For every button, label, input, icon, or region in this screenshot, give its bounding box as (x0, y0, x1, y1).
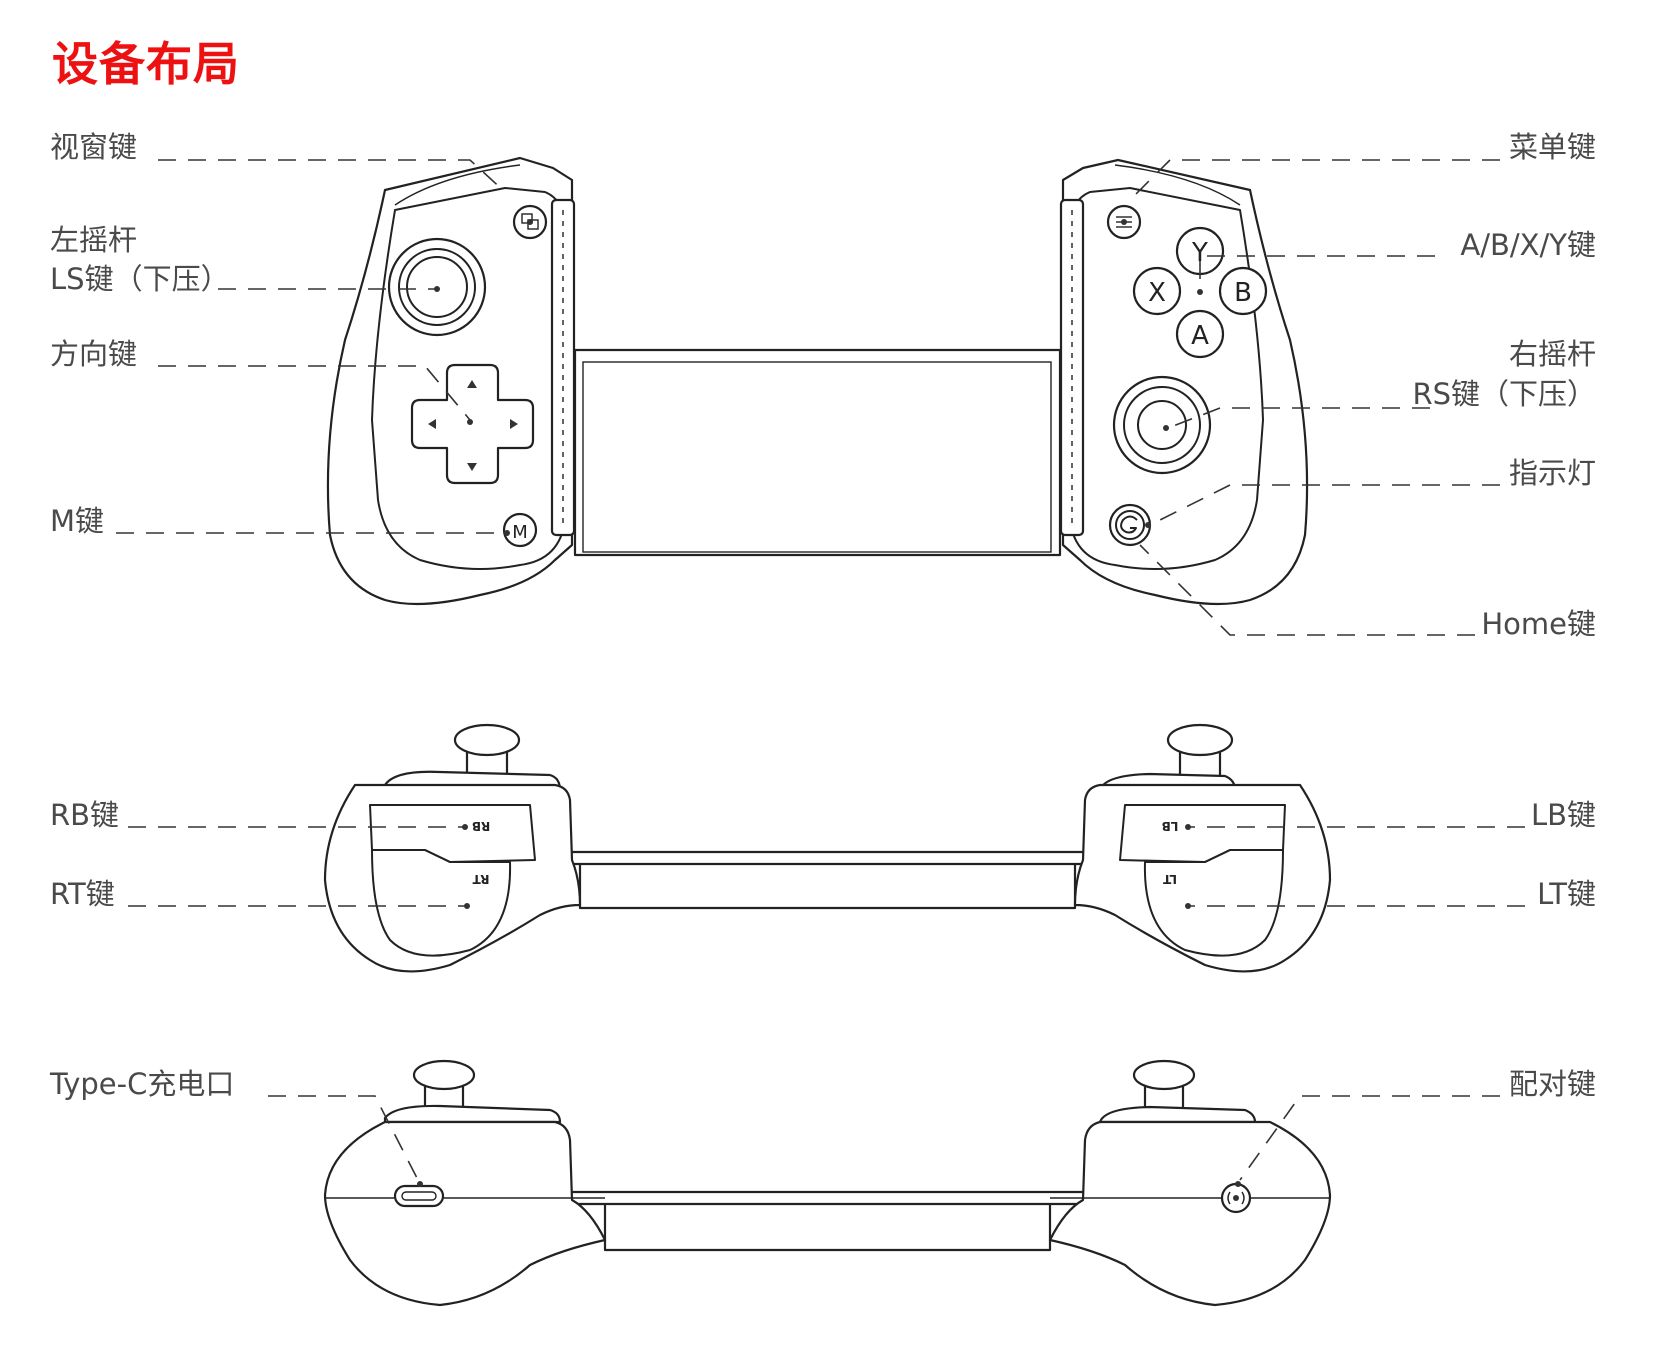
label-left-stick-line2: LS键（下压） (50, 262, 230, 296)
home-logo-icon (1120, 515, 1138, 534)
callout-labels: 视窗键 左摇杆 LS键（下压） 方向键 M键 菜单键 A/B/X/Y键 右摇杆 … (49, 130, 1596, 1101)
label-pair-button: 配对键 (1509, 1067, 1596, 1101)
controller-front-view: M Y X B A (326, 156, 1309, 606)
label-home-button: Home键 (1481, 607, 1596, 641)
phone-bridge-inner (582, 361, 1052, 553)
dpad-down-arrow-icon (467, 463, 477, 471)
right-stick-cap-outer (1123, 386, 1201, 464)
right-shoulder-edge (1114, 164, 1241, 206)
home-indicator-ring (1115, 510, 1145, 540)
label-lb: LB键 (1531, 798, 1596, 832)
bottom-left-buttons (383, 1104, 562, 1124)
bottom-right-body (1048, 1120, 1332, 1307)
label-view-button: 视窗键 (50, 130, 137, 164)
rt-trigger[interactable] (371, 849, 512, 957)
label-indicator: 指示灯 (1509, 456, 1596, 490)
lt-mark: LT (1162, 872, 1177, 886)
lb-mark: LB (1162, 819, 1179, 833)
bottom-right-buttons (1098, 1105, 1257, 1124)
top-bridge (578, 856, 1077, 910)
label-lt: LT键 (1537, 877, 1596, 911)
label-rt: RT键 (50, 877, 115, 911)
label-dpad: 方向键 (50, 337, 137, 371)
m-button-letter: M (512, 522, 528, 543)
dpad[interactable] (410, 363, 535, 485)
bottom-leaders (268, 1095, 1500, 1187)
controller-bottom-view (323, 1059, 1332, 1307)
a-button[interactable] (1175, 309, 1225, 359)
type-c-port-inner (401, 1191, 437, 1201)
top-left-stick-cap (453, 723, 521, 757)
rb-mark: RB (472, 819, 490, 833)
a-button-letter: A (1191, 321, 1209, 351)
b-button-letter: B (1234, 278, 1252, 308)
bottom-right-stick-cap (1132, 1059, 1196, 1091)
left-stick-cap (406, 256, 468, 318)
phone-bridge (573, 348, 1062, 557)
top-right-body (1073, 783, 1332, 973)
left-shoulder-edge (394, 164, 521, 206)
front-leaders (116, 159, 1500, 636)
dpad-right-arrow-icon (510, 419, 518, 429)
pair-wave-icon (1227, 1191, 1245, 1205)
controller-top-view: RB RT LB LT (323, 723, 1332, 973)
left-stick-cap-outer (398, 248, 476, 326)
top-leaders (128, 824, 1525, 909)
y-button-letter: Y (1191, 238, 1208, 268)
rt-mark: RT (472, 872, 490, 886)
page-title: 设备布局 (52, 37, 240, 91)
bottom-left-stick-cap (412, 1059, 476, 1091)
top-left-body (323, 783, 582, 973)
label-m-button: M键 (50, 504, 104, 538)
label-abxy-buttons: A/B/X/Y键 (1460, 228, 1596, 262)
view-icon-b (527, 219, 539, 230)
m-button[interactable] (502, 512, 538, 548)
label-right-stick-line2: RS键（下压） (1412, 377, 1596, 411)
dpad-left-arrow-icon (428, 419, 436, 429)
x-button-letter: X (1148, 278, 1166, 308)
label-left-stick-line1: 左摇杆 (50, 223, 137, 257)
top-bridge-rail (561, 850, 1090, 866)
label-rb: RB键 (50, 798, 119, 832)
label-type-c: Type-C充电口 (49, 1067, 234, 1101)
bottom-left-body (323, 1120, 607, 1307)
bottom-bridge (603, 1198, 1052, 1252)
label-menu-button: 菜单键 (1509, 130, 1596, 164)
lt-trigger[interactable] (1143, 849, 1284, 957)
view-icon-a (521, 213, 533, 224)
dpad-up-arrow-icon (467, 380, 477, 388)
x-button[interactable] (1132, 266, 1182, 316)
top-right-stick-cap (1166, 723, 1234, 757)
bottom-bridge-rail (561, 1190, 1095, 1206)
pair-icon (1233, 1195, 1239, 1201)
b-button[interactable] (1218, 266, 1268, 316)
right-stick-ring[interactable] (1112, 375, 1212, 475)
right-stick-cap (1137, 400, 1187, 450)
label-right-stick-line1: 右摇杆 (1509, 337, 1596, 371)
